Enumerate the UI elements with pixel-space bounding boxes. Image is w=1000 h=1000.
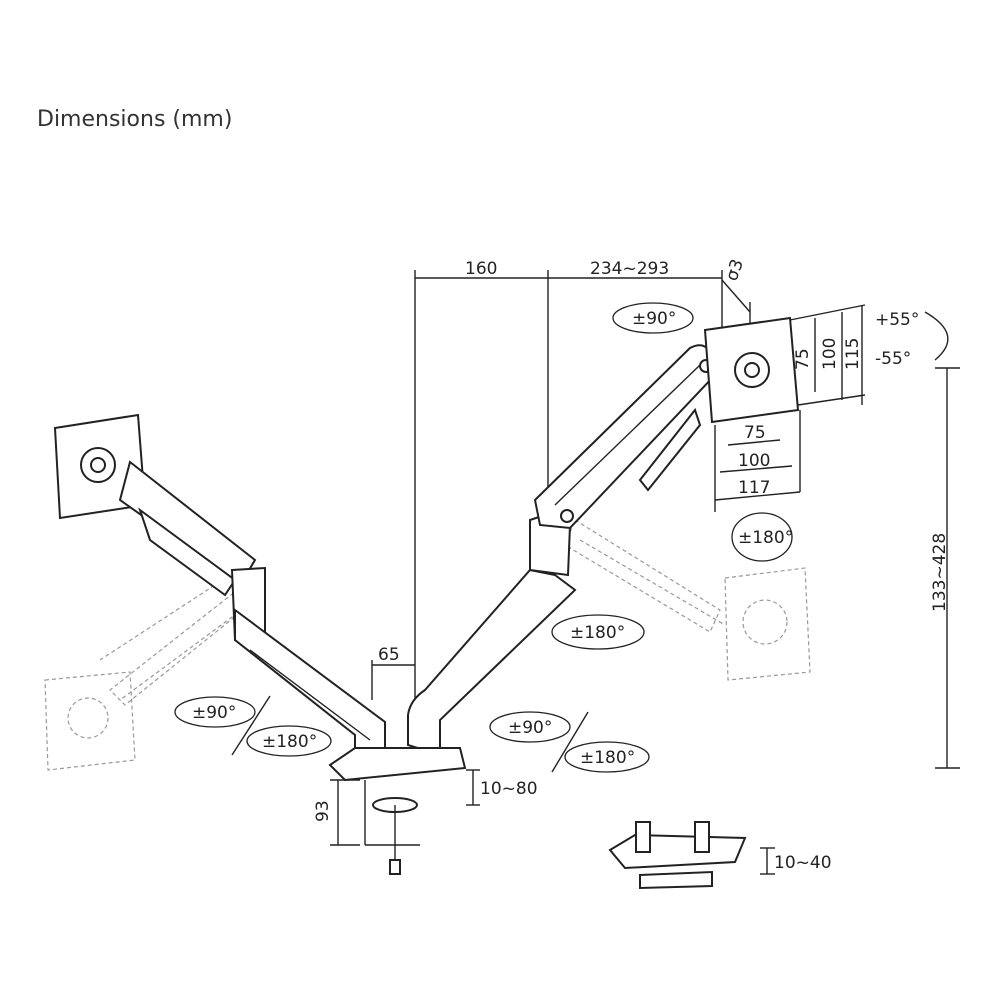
arm-offset-label: 160 [465,259,497,279]
height-range-label: 133~428 [930,533,950,612]
arm-reach-label: 234~293 [590,259,669,279]
svg-text:±180°: ±180° [262,732,317,752]
vesa-v-75: 75 [793,348,813,370]
grommet-thickness-label: 10~40 [774,853,832,873]
rotation-left-swivel: ±90° [174,695,271,756]
vesa-v-115: 115 [843,338,863,370]
vesa-h-75: 75 [744,423,766,443]
svg-text:±180°: ±180° [738,528,793,548]
svg-text:±90°: ±90° [192,703,236,723]
left-arm [53,413,386,756]
top-dimension-lines [414,270,751,700]
rotation-right-elbow: ±180° [551,614,645,650]
tilt-up-label: +55° [875,310,919,330]
pole-offset-label: 65 [378,645,400,665]
rotation-right-base: ±180° [564,741,650,773]
right-arm [407,316,800,757]
svg-text:±90°: ±90° [632,309,676,329]
rotation-right-swivel: ±90° [489,711,589,773]
desk-clamp [328,747,467,875]
grommet-mount [608,821,775,890]
vesa-h-100: 100 [738,451,770,471]
svg-text:±90°: ±90° [508,718,552,738]
vesa-dimension-lines [714,304,866,512]
clamp-thickness-dim [466,769,480,806]
screw-label: σ3 [722,257,748,284]
height-dimension [935,367,960,769]
svg-text:±180°: ±180° [570,623,625,643]
tilt-arrow-icon [924,311,949,361]
svg-text:±180°: ±180° [580,748,635,768]
rotation-top-swivel: ±90° [612,302,694,334]
rotation-left-base: ±180° [246,725,332,757]
diagram-title: Dimensions (mm) [37,107,232,132]
rotation-vesa: ±180° [731,512,793,562]
tilt-down-label: -55° [875,349,911,369]
clamp-thickness-label: 10~80 [480,779,538,799]
vesa-h-117: 117 [738,478,770,498]
clamp-depth-label: 93 [313,800,333,822]
vesa-v-100: 100 [820,338,840,370]
pole-offset-dim [371,660,415,700]
